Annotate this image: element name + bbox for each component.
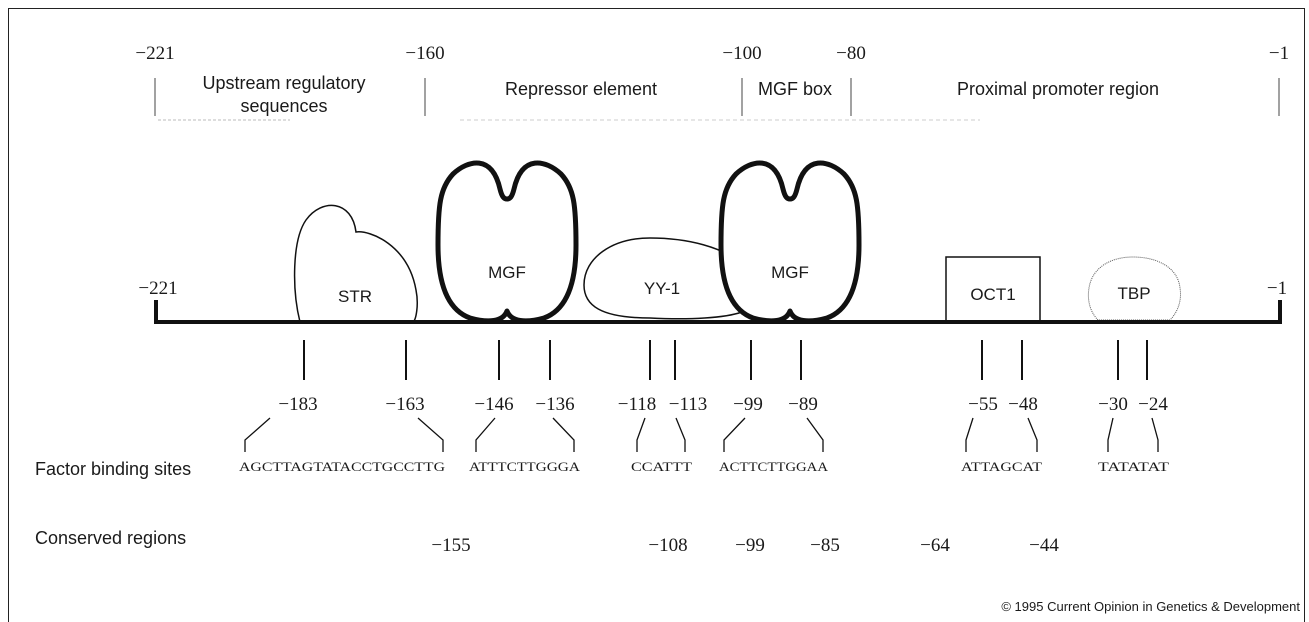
tbp-factor-shape	[1087, 256, 1181, 321]
mgf2-site-sequence: ACTTCTTGGAA	[719, 460, 828, 474]
connector	[723, 417, 746, 452]
mgf1-site-sequence: ATTTCTTGGGA	[469, 460, 580, 474]
header-position-labels: −221 −160 −100 −80 −1	[135, 43, 1289, 64]
header-pos-1: −1	[1269, 43, 1289, 64]
header-pos-221: −221	[135, 43, 174, 64]
site-position-labels: −183 −163 −146 −136 −118 −113 −99 −89 −5…	[278, 394, 1168, 415]
connector	[806, 417, 824, 452]
binding-sites-row-label: Factor binding sites	[35, 459, 191, 479]
connector	[417, 417, 444, 452]
connector	[1107, 417, 1114, 452]
mgf1-factor-shape	[435, 160, 579, 324]
site-pos-183: −183	[278, 394, 317, 415]
oct1-site-sequence: ATTAGCAT	[961, 460, 1042, 474]
oct1-factor-shape	[945, 256, 1041, 322]
mgf2-factor-shape	[718, 160, 862, 324]
header-pos-100: −100	[722, 43, 761, 64]
conserved-pos-99: −99	[735, 535, 765, 556]
connector	[1151, 417, 1159, 452]
site-pos-113: −113	[669, 394, 708, 415]
str-site-sequence: AGCTTAGTATACCTGCCTTG	[239, 460, 445, 474]
site-pos-24: −24	[1138, 394, 1168, 415]
track-end-left-label: −221	[138, 278, 177, 299]
header-ticks	[154, 78, 1280, 116]
region-labels: Upstream regulatory sequences Repressor …	[202, 73, 1159, 116]
conserved-pos-155: −155	[431, 535, 470, 556]
tbp-site-sequence: TATATAT	[1098, 460, 1170, 474]
connector	[965, 417, 974, 452]
site-pos-89: −89	[788, 394, 818, 415]
site-pos-136: −136	[535, 394, 574, 415]
figure-frame	[8, 8, 1305, 622]
site-pos-118: −118	[618, 394, 657, 415]
mgf2-label: MGF	[771, 263, 809, 282]
yy1-label: YY-1	[644, 279, 680, 298]
tbp-label: TBP	[1117, 284, 1150, 303]
copyright-notice: © 1995 Current Opinion in Genetics & Dev…	[1001, 599, 1300, 614]
binding-sequences: AGCTTAGTATACCTGCCTTG ATTTCTTGGGA CCATTT …	[239, 460, 1170, 474]
conserved-pos-85: −85	[810, 535, 840, 556]
str-factor-shape	[293, 204, 418, 323]
connector	[552, 417, 575, 452]
header-pos-160: −160	[405, 43, 444, 64]
region-repressor: Repressor element	[505, 79, 657, 99]
region-proximal: Proximal promoter region	[957, 79, 1159, 99]
conserved-pos-108: −108	[648, 535, 687, 556]
connector	[475, 417, 496, 452]
region-mgf-box: MGF box	[758, 79, 832, 99]
connector	[636, 417, 646, 452]
yy1-factor-shape	[583, 237, 743, 320]
site-pos-163: −163	[385, 394, 424, 415]
track-end-right-label: −1	[1267, 278, 1287, 299]
dna-track	[154, 300, 1282, 324]
conserved-positions: −155 −108 −99 −85 −64 −44	[431, 535, 1059, 556]
site-lines	[303, 340, 1148, 380]
site-connectors	[244, 417, 1159, 452]
connector	[1027, 417, 1038, 452]
str-label: STR	[338, 287, 372, 306]
site-pos-55: −55	[968, 394, 998, 415]
conserved-regions-row-label: Conserved regions	[35, 528, 186, 548]
conserved-pos-44: −44	[1029, 535, 1059, 556]
header-pos-80: −80	[836, 43, 866, 64]
region-upstream-line1: Upstream regulatory	[202, 73, 365, 93]
oct1-label: OCT1	[970, 285, 1015, 304]
site-pos-30: −30	[1098, 394, 1128, 415]
connector	[244, 417, 271, 452]
site-pos-99: −99	[733, 394, 763, 415]
mgf1-label: MGF	[488, 263, 526, 282]
yy1-site-sequence: CCATTT	[631, 460, 692, 474]
site-pos-146: −146	[474, 394, 513, 415]
conserved-pos-64: −64	[920, 535, 950, 556]
connector	[675, 417, 686, 452]
site-pos-48: −48	[1008, 394, 1038, 415]
region-upstream-line2: sequences	[240, 96, 327, 116]
